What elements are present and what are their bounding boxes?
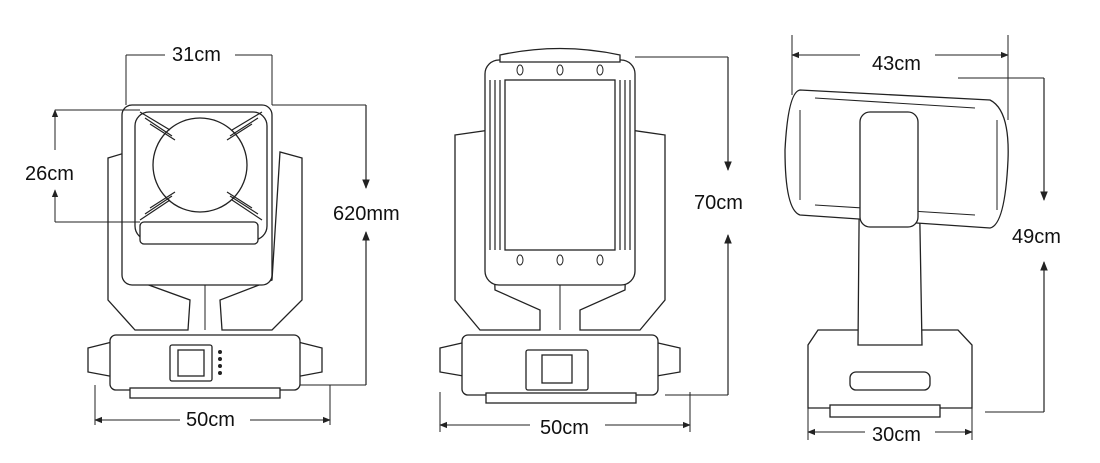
front-dimension-lines xyxy=(51,54,370,425)
side-height-label: 49cm xyxy=(1012,226,1061,248)
front-width-label: 31cm xyxy=(172,44,221,66)
side-dimension-lines xyxy=(791,35,1048,440)
back-dimension-lines xyxy=(439,56,732,432)
side-base-width-label: 30cm xyxy=(872,424,921,446)
side-view-fixture xyxy=(784,89,1009,418)
front-small-height-label: 26cm xyxy=(25,163,74,185)
side-width-label: 43cm xyxy=(872,53,921,75)
front-height-label: 620mm xyxy=(333,203,400,225)
front-base-width-label: 50cm xyxy=(186,409,235,431)
back-height-label: 70cm xyxy=(694,192,743,214)
front-view-fixture xyxy=(87,104,323,399)
back-view-fixture xyxy=(439,47,681,404)
back-base-width-label: 50cm xyxy=(540,417,589,439)
